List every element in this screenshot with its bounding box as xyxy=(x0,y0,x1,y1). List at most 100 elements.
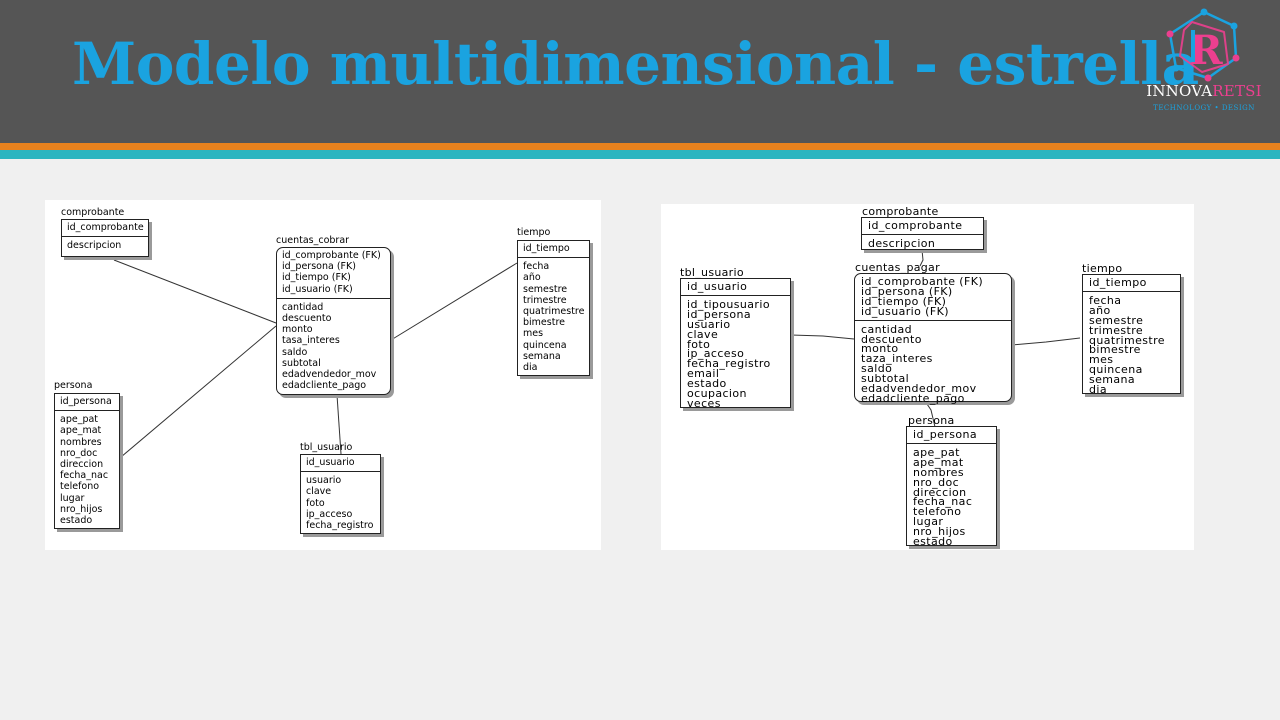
rel-tiempo-line xyxy=(390,262,518,341)
logo-name-b: RETSI xyxy=(1212,82,1262,100)
entity-tiempo: id_tiempo fecha año semestre trimestre q… xyxy=(1082,274,1181,395)
entity-title: cuentas_pagar xyxy=(855,261,940,274)
entity-persona: id_persona ape_pat ape_mat nombres nro_d… xyxy=(54,393,120,529)
key-field: id_tiempo xyxy=(1089,276,1147,289)
entity-tbl-usuario: id_usuario id_tipousuario id_persona usu… xyxy=(680,278,791,410)
attr-field: lugar xyxy=(913,515,944,529)
attr-field: año xyxy=(523,272,541,284)
header-bar xyxy=(0,0,1280,143)
logo-name: INNOVARETSI xyxy=(1136,82,1272,100)
entity-comprobante: id_comprobante descripcion xyxy=(61,219,149,257)
header-stripe-teal xyxy=(0,150,1280,159)
entity-title: persona xyxy=(908,414,955,427)
attr-field: trimestre xyxy=(523,294,567,306)
attr-field: quatrimestre xyxy=(523,306,585,318)
attr-field: id_persona xyxy=(687,307,751,321)
attr-field: bimestre xyxy=(1089,343,1141,357)
attr-field: saldo xyxy=(282,346,308,358)
rel-tiempo-line xyxy=(1011,337,1081,346)
rel-usuario-line xyxy=(336,394,342,455)
attr-field: bimestre xyxy=(523,317,565,329)
attr-field: fecha_nac xyxy=(913,495,973,509)
logo-tagline: TECHNOLOGY • DESIGN xyxy=(1153,104,1255,112)
attr-field: ip_acceso xyxy=(306,508,353,520)
attr-field: semana xyxy=(1089,373,1136,387)
attr-field: fecha_registro xyxy=(687,357,771,371)
attr-field: foto xyxy=(306,497,325,509)
key-field: id_usuario xyxy=(306,457,355,468)
attr-field: quincena xyxy=(523,339,567,351)
attr-field: edadvendedor_mov xyxy=(861,382,977,396)
entity-tiempo: id_tiempo fecha año semestre trimestre q… xyxy=(517,240,590,376)
attr-field: nro_hijos xyxy=(60,503,103,515)
rel-persona-line xyxy=(120,325,277,458)
entity-tbl-usuario: id_usuario usuario clave foto ip_acceso … xyxy=(300,454,381,534)
attr-field: clave xyxy=(306,486,332,498)
logo-name-a: INNOVA xyxy=(1146,82,1213,100)
attr-field: usuario xyxy=(687,317,731,331)
key-field: id_usuario xyxy=(687,280,748,293)
key-field: id_comprobante (FK) xyxy=(282,250,381,261)
rel-comprobante-line xyxy=(919,249,924,267)
attr-field: fecha_registro xyxy=(306,520,374,532)
attr-field: monto xyxy=(861,342,899,356)
key-field: id_persona (FK) xyxy=(861,284,953,298)
slide-title: Modelo multidimensional - estrella xyxy=(72,30,1199,98)
attr-field: semestre xyxy=(1089,313,1144,327)
attr-field: estado xyxy=(913,535,953,549)
attr-field: trimestre xyxy=(1089,323,1144,337)
attr-field: fecha xyxy=(523,261,550,273)
attr-field: ip_acceso xyxy=(687,347,745,361)
attr-field: clave xyxy=(687,327,719,341)
attr-field: nombres xyxy=(60,436,102,448)
entity-title: tiempo xyxy=(517,227,551,238)
attr-field: dia xyxy=(523,362,538,374)
attr-field: descripcion xyxy=(67,240,122,252)
attr-field: edadvendedor_mov xyxy=(282,369,377,381)
key-field: id_usuario (FK) xyxy=(861,304,949,318)
attr-field: estado xyxy=(687,377,727,391)
attr-field: email xyxy=(687,367,720,381)
star-schema-diagram-cuentas-cobrar: comprobante id_comprobante descripcion c… xyxy=(45,200,601,550)
attr-field: mes xyxy=(1089,353,1114,367)
key-field: id_tiempo xyxy=(523,243,570,254)
header-stripe-orange xyxy=(0,143,1280,150)
relationship-lines xyxy=(113,259,518,458)
attr-field: foto xyxy=(687,337,711,351)
relationship-lines xyxy=(790,249,1081,428)
attr-field: descuento xyxy=(282,313,332,325)
attr-field: ape_mat xyxy=(913,455,964,469)
entity-fact-cuentas-pagar: id_comprobante (FK) id_persona (FK) id_t… xyxy=(854,273,1012,404)
attr-field: mes xyxy=(523,328,544,340)
rel-comprobante-line xyxy=(113,259,277,324)
attr-field: lugar xyxy=(60,492,85,504)
entity-title: comprobante xyxy=(61,207,125,218)
key-field: id_tiempo (FK) xyxy=(861,294,947,308)
attr-field: nro_doc xyxy=(913,475,960,489)
entity-persona: id_persona ape_pat ape_mat nombres nro_d… xyxy=(906,426,997,549)
attr-field: fecha_nac xyxy=(60,470,109,482)
key-field: id_persona (FK) xyxy=(282,261,356,273)
entity-title: cuentas_cobrar xyxy=(276,235,350,246)
logo-mark-letter: R xyxy=(1189,27,1223,74)
attr-field: fecha xyxy=(1089,293,1122,307)
attr-field: veces xyxy=(687,396,721,410)
attr-field: quincena xyxy=(1089,363,1143,377)
attr-field: año xyxy=(1089,303,1111,317)
attr-field: semestre xyxy=(523,283,568,295)
attr-field: nombres xyxy=(913,465,964,479)
attr-field: telefono xyxy=(913,505,962,519)
key-field: id_usuario (FK) xyxy=(282,283,353,295)
attr-field: id_tipousuario xyxy=(687,297,770,311)
attr-field: tasa_interes xyxy=(282,335,340,347)
attr-field: usuario xyxy=(306,475,342,487)
attr-field: telefono xyxy=(60,481,100,493)
attr-field: estado xyxy=(60,515,93,527)
attr-field: cantidad xyxy=(861,322,913,336)
attr-field: nro_doc xyxy=(60,447,98,459)
attr-field: subtotal xyxy=(861,372,910,386)
rel-persona-line xyxy=(926,403,936,428)
attr-field: direccion xyxy=(60,459,104,471)
innovaretsi-logo-icon: R xyxy=(1166,8,1240,82)
attr-field: taza_interes xyxy=(861,352,933,366)
